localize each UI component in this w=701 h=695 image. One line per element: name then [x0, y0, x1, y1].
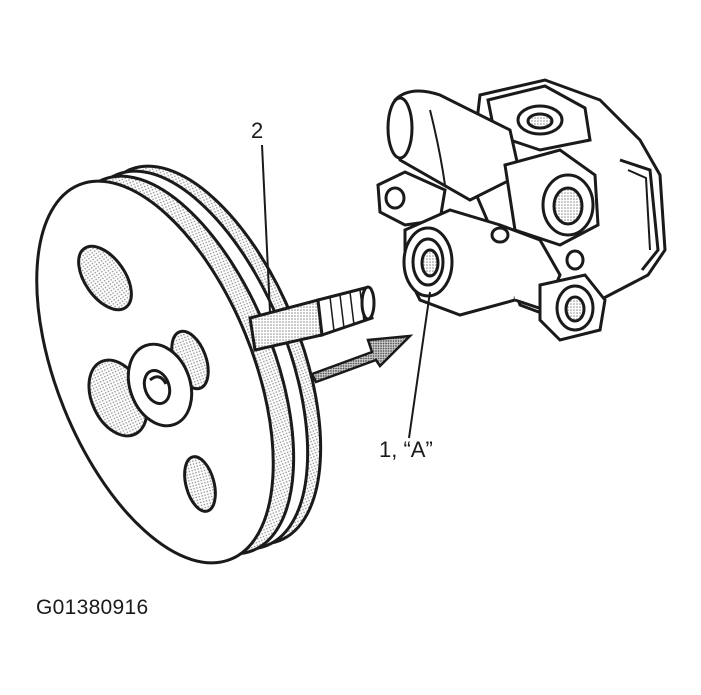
- callout-label-2: 2: [251, 118, 264, 143]
- pulley-slot-upper: [77, 244, 133, 312]
- callout-label-1a: 1, “A”: [379, 437, 433, 462]
- pump-lower-port-bore: [564, 295, 586, 323]
- leader-line-1a: [408, 291, 431, 439]
- direction-arrow: [310, 334, 414, 384]
- leader-lines: [261, 144, 431, 439]
- pump-top-port-bore: [526, 112, 554, 130]
- pump-side-port-bore: [552, 186, 584, 226]
- arrow-shape: [310, 334, 414, 384]
- pulley-hub-clip: [149, 375, 168, 385]
- pump-shaft-bore: [420, 248, 440, 278]
- pump-bracket-hole: [384, 186, 406, 210]
- pump-body: [376, 78, 667, 342]
- pump-cylinder-end: [386, 96, 414, 160]
- pump-shaft: [248, 285, 376, 352]
- leader-line-2: [261, 144, 271, 313]
- pulley-slot-lower: [183, 455, 217, 513]
- pump-bolt-hole-1: [490, 226, 510, 244]
- shaft-tip: [360, 285, 376, 321]
- figure-id: G01380916: [36, 596, 149, 619]
- pump-cylinder-line: [429, 109, 446, 186]
- pump-housing-edge: [619, 158, 660, 271]
- pump-housing-rib: [627, 169, 651, 251]
- pulley: [35, 164, 323, 565]
- pump-bolt-hole-2: [565, 249, 585, 271]
